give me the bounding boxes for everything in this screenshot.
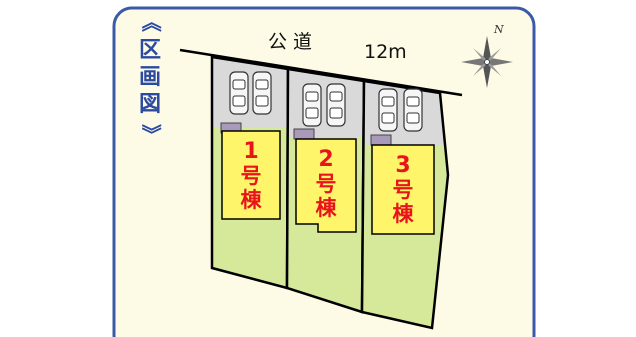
title-char-1: 区 [139, 38, 161, 63]
lot-1-house [221, 130, 281, 220]
lot-2-suffix-1: 号 [316, 172, 337, 196]
lot-3-suffix-1: 号 [393, 178, 414, 202]
lot-3-car-b-icon [403, 88, 423, 132]
lot-1: 1 号 棟 [210, 55, 290, 290]
title-char-3: 図 [139, 92, 161, 117]
road-edge-line [179, 48, 463, 97]
lot-3-car-a-icon [378, 88, 398, 132]
lot-1-suffix-2: 棟 [241, 188, 263, 212]
lot-2-suffix-2: 棟 [316, 196, 338, 220]
lot-2-car-b-icon [326, 83, 346, 127]
lot-1-suffix-1: 号 [241, 164, 262, 188]
lot-3-number: 3 [395, 153, 410, 178]
compass-north-label: N [493, 23, 504, 36]
title-bracket-bottom: 》 [139, 124, 163, 144]
lot-3: 3 号 棟 [360, 79, 450, 330]
lot-2-house [295, 138, 357, 233]
lot-1-number: 1 [243, 139, 258, 164]
lot-3-house [371, 144, 435, 235]
lot-3-entry [370, 134, 392, 146]
compass-rose-icon [461, 36, 513, 88]
lot-3-suffix-2: 棟 [393, 202, 415, 226]
lot-2-car-a-icon [302, 83, 322, 127]
lot-3-outline [360, 79, 450, 330]
lot-2: 2 号 棟 [285, 67, 366, 314]
road-width: 12m [364, 41, 407, 63]
title-char-2: 画 [139, 65, 161, 90]
road-label: 公 道 [268, 31, 312, 53]
lot-1-car-a-icon [229, 71, 249, 115]
lot-2-number: 2 [318, 147, 333, 172]
lot-1-car-b-icon [252, 71, 272, 115]
title-bracket-top: 《 [139, 12, 163, 32]
lot-2-entry [293, 128, 315, 140]
